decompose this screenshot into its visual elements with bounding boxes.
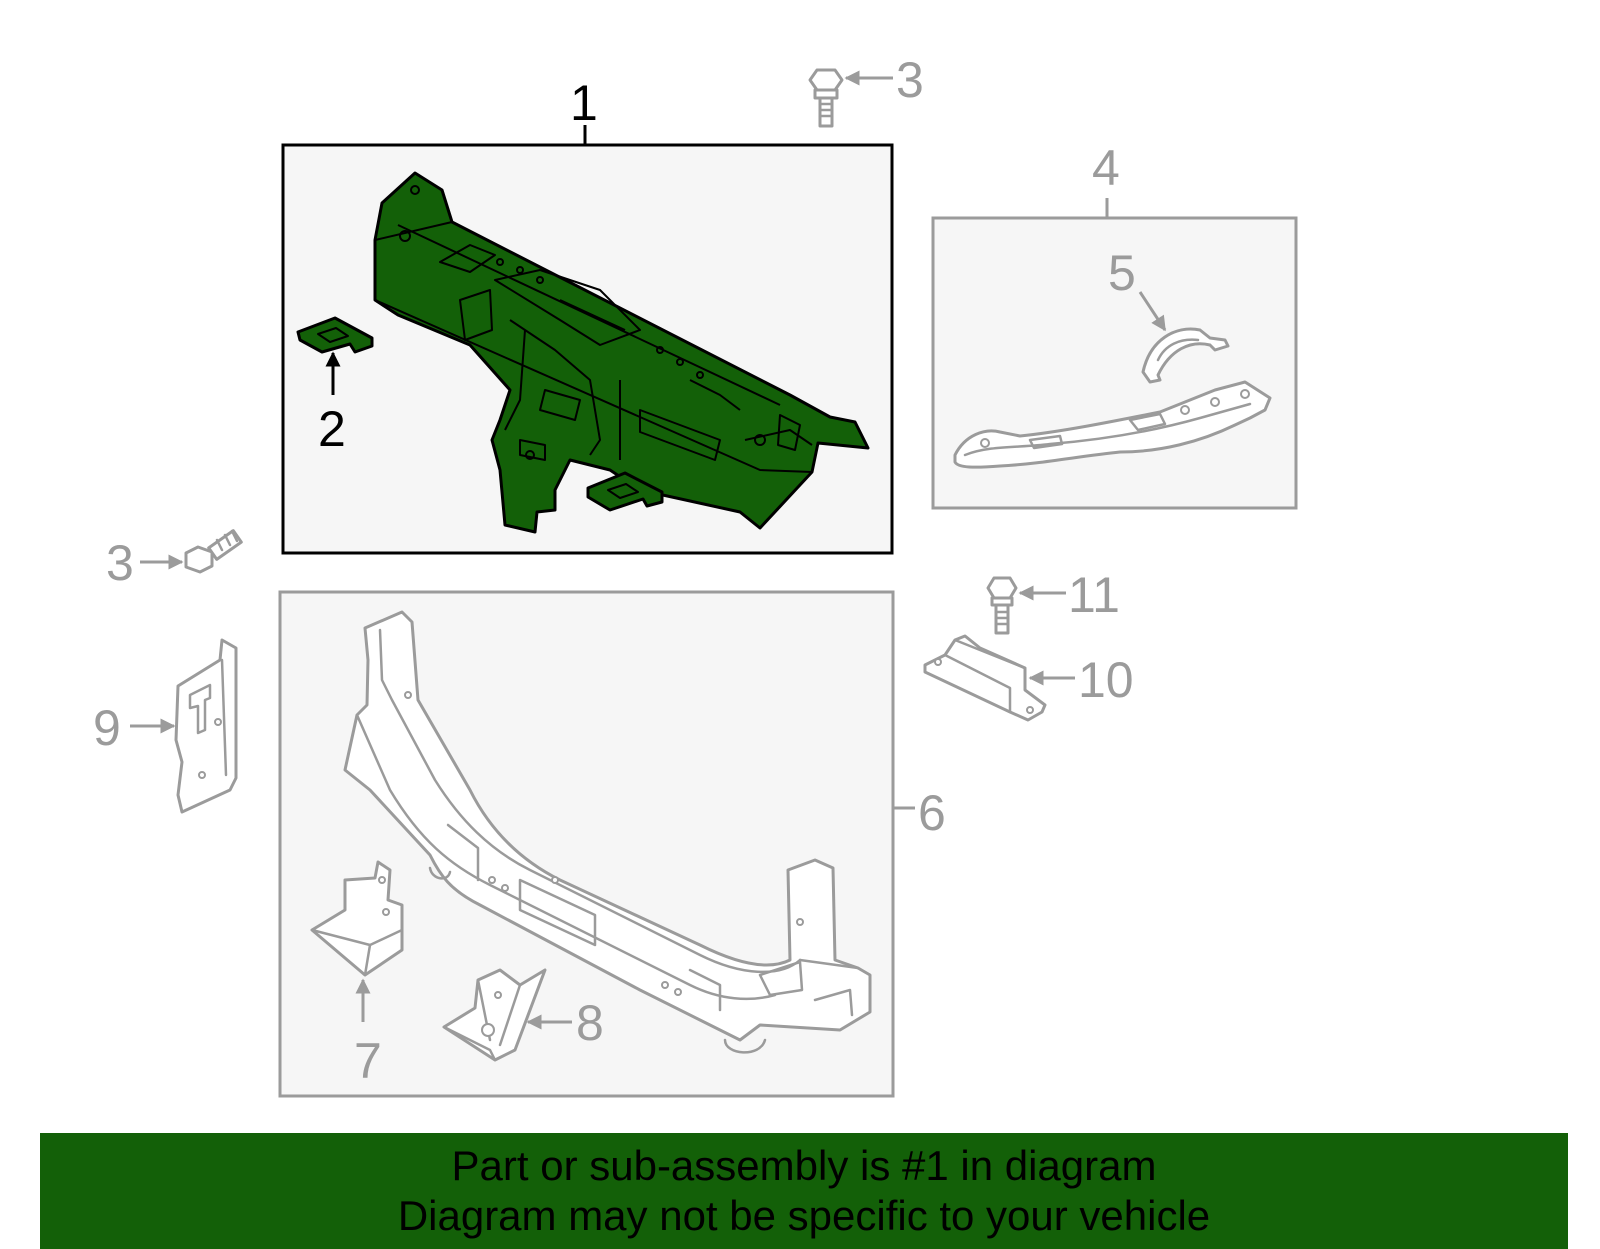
radiator-support-upper: [373, 171, 870, 534]
callout-9: 9: [93, 700, 121, 756]
callout-5: 5: [1108, 245, 1136, 301]
callout-8: 8: [576, 995, 604, 1051]
callout-1: 1: [570, 75, 598, 131]
bracket-part-2-right: [586, 471, 664, 512]
bolt-part-11: 11: [986, 567, 1120, 635]
bracket-part-9: 9: [93, 638, 238, 814]
callout-2: 2: [318, 401, 346, 457]
lower-tie-bar: [343, 610, 872, 1054]
clip-part-5: [1141, 327, 1230, 384]
callout-4: 4: [1092, 140, 1120, 196]
banner-line-1: Part or sub-assembly is #1 in diagram: [451, 1142, 1157, 1189]
callout-10: 10: [1078, 652, 1134, 708]
callout-3-left: 3: [106, 535, 134, 591]
bolt-part-3-top: 3: [808, 52, 924, 128]
bracket-part-8: [442, 968, 547, 1062]
callout-6: 6: [918, 785, 946, 841]
bracket-part-10: 10: [923, 634, 1134, 722]
bracket-part-2-left: [296, 316, 374, 354]
part-6-group: 6: [278, 590, 946, 1098]
info-banner: Part or sub-assembly is #1 in diagram Di…: [40, 1133, 1568, 1249]
part-4-group: 4 5: [931, 140, 1298, 510]
callout-3-top: 3: [896, 52, 924, 108]
reinforcement-bar: [953, 380, 1272, 469]
part-1-group: 1: [281, 75, 894, 555]
bracket-part-7: [310, 860, 404, 977]
bolt-part-3-left: 3: [106, 529, 243, 591]
callout-7: 7: [354, 1033, 382, 1089]
banner-line-2: Diagram may not be specific to your vehi…: [397, 1192, 1211, 1239]
callout-11: 11: [1068, 567, 1120, 623]
